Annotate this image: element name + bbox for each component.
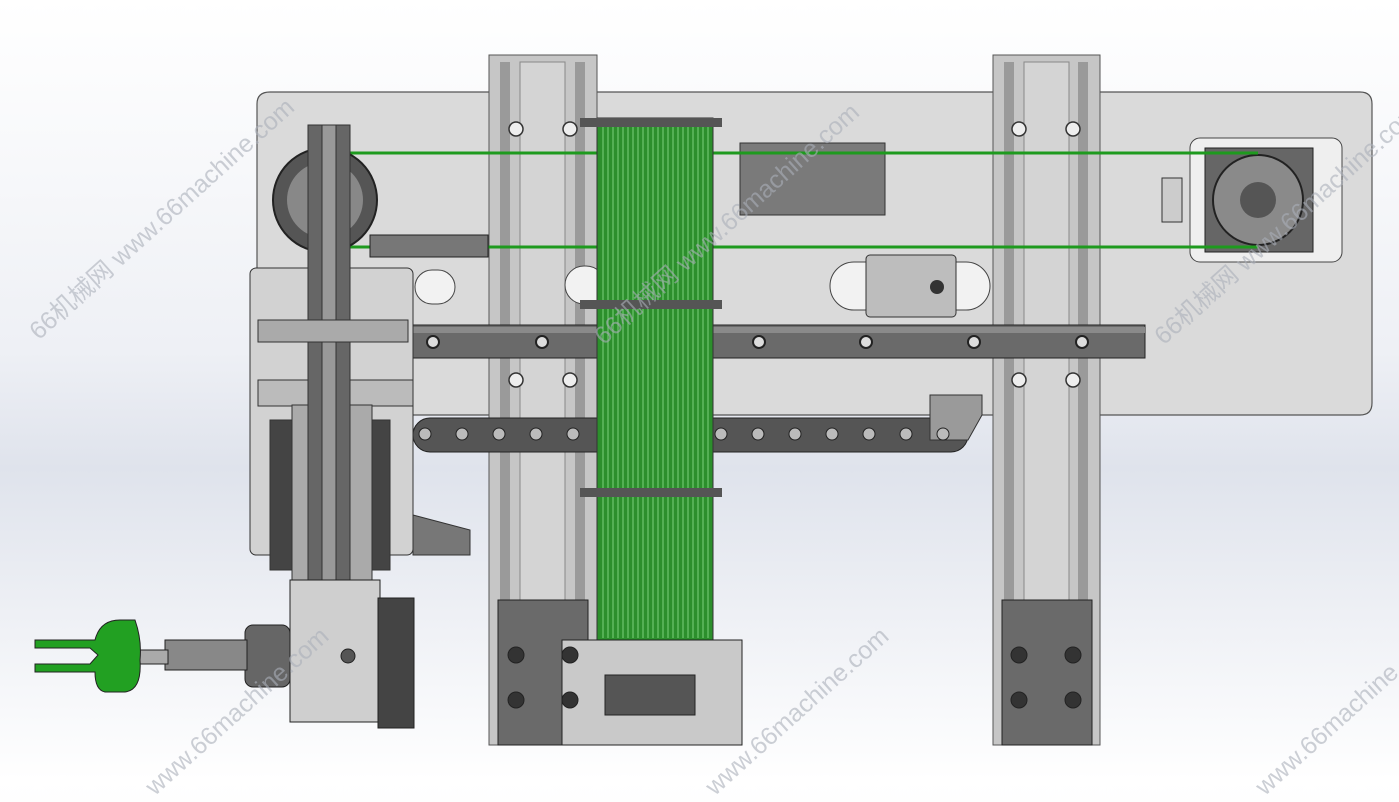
bottom-carriages: [497, 599, 1093, 746]
gripper-assembly: [34, 579, 415, 729]
chain-link: [529, 427, 543, 441]
cad-drawing: [34, 54, 1373, 746]
rail-screws: [508, 121, 1081, 388]
right-motor: [1161, 137, 1343, 263]
linear-rail-screws: [426, 335, 1089, 349]
chain-link: [788, 427, 802, 441]
belt-clamp: [369, 234, 489, 258]
chain-link: [936, 427, 950, 441]
z-axis-carriage: [249, 124, 471, 581]
green-finger-gripper: [34, 619, 141, 693]
horizontal-linear-rail: [412, 324, 1146, 359]
chain-link: [751, 427, 765, 441]
chain-link: [714, 427, 728, 441]
green-cable-stack: [580, 117, 722, 641]
chain-link: [899, 427, 913, 441]
mount-plate: [739, 142, 886, 216]
chain-link: [825, 427, 839, 441]
chain-link: [418, 427, 432, 441]
chain-link: [566, 427, 580, 441]
chain-link: [862, 427, 876, 441]
chain-link: [455, 427, 469, 441]
chain-link: [492, 427, 506, 441]
